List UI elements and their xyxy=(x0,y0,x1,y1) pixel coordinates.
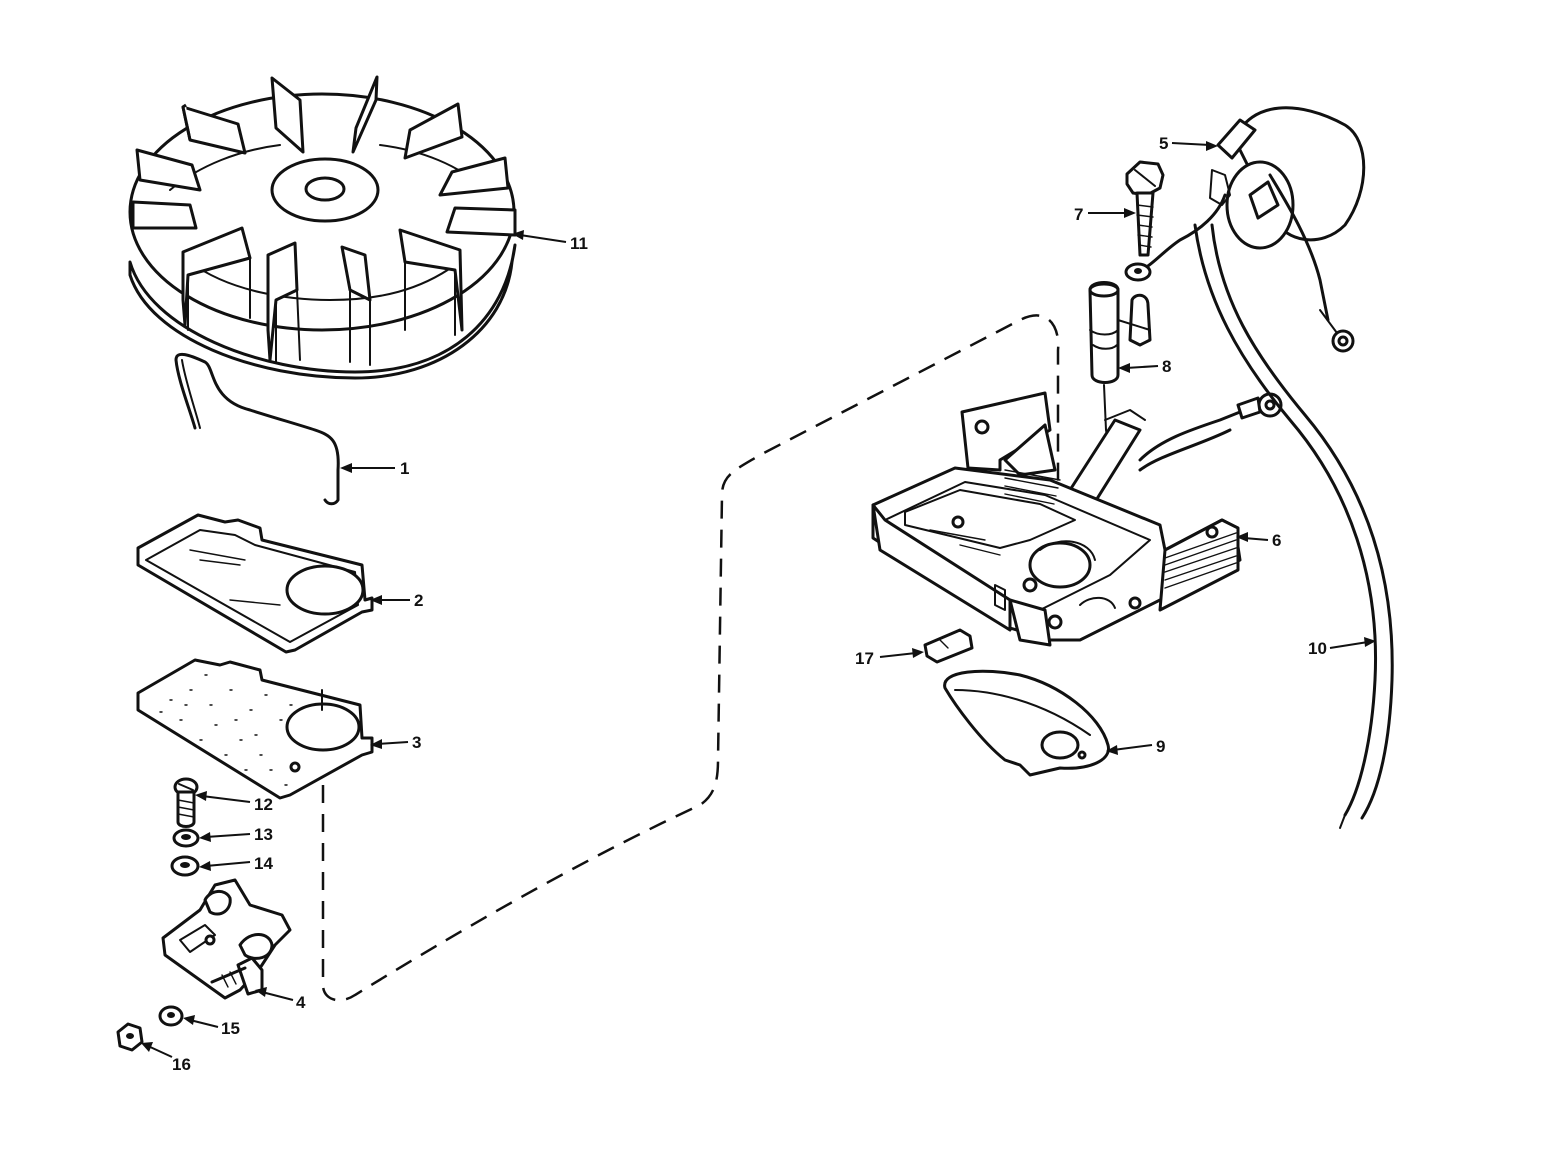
callout-15: 15 xyxy=(183,1015,240,1038)
callout-label-12: 12 xyxy=(254,795,273,814)
callout-label-10: 10 xyxy=(1308,639,1327,658)
screw-7-drawing xyxy=(1124,160,1165,282)
flywheel-drawing xyxy=(128,75,517,380)
callout-label-6: 6 xyxy=(1272,531,1281,550)
callout-label-11: 11 xyxy=(570,234,588,253)
lockwasher-13-drawing xyxy=(172,828,200,848)
retainer-drawing xyxy=(943,669,1110,777)
ignition-coil-drawing xyxy=(1143,106,1366,353)
callout-14: 14 xyxy=(199,854,273,873)
felt-pad-drawing xyxy=(136,658,374,800)
callout-5: 5 xyxy=(1159,134,1218,153)
washer-14-drawing xyxy=(170,855,200,877)
assembly-path-line xyxy=(321,314,1060,1002)
callout-label-14: 14 xyxy=(254,854,273,873)
callout-label-1: 1 xyxy=(400,459,409,478)
callout-11: 11 xyxy=(512,230,588,253)
callout-label-8: 8 xyxy=(1162,357,1171,376)
callout-1: 1 xyxy=(340,459,409,478)
callout-label-9: 9 xyxy=(1156,737,1165,756)
condenser-drawing xyxy=(1088,281,1152,456)
callout-3: 3 xyxy=(370,733,421,752)
callout-12: 12 xyxy=(195,791,273,814)
felt-wick-drawing xyxy=(923,628,974,664)
callout-13: 13 xyxy=(199,825,273,844)
callout-8: 8 xyxy=(1118,357,1171,376)
callout-17: 17 xyxy=(855,648,924,668)
callout-4: 4 xyxy=(255,987,306,1012)
breaker-point-drawing xyxy=(161,878,292,1000)
callout-label-13: 13 xyxy=(254,825,273,844)
high-tension-lead-drawing xyxy=(1193,223,1394,829)
screw-12-drawing xyxy=(173,777,199,828)
plate-drawing xyxy=(136,513,374,654)
callout-7: 7 xyxy=(1074,205,1136,224)
callout-label-17: 17 xyxy=(855,649,874,668)
callout-9: 9 xyxy=(1106,737,1165,756)
callouts: 1 2 3 4 5 6 xyxy=(141,134,1376,1074)
callout-label-7: 7 xyxy=(1074,205,1083,224)
callout-label-16: 16 xyxy=(172,1055,191,1074)
nut-16-drawing xyxy=(116,1022,144,1052)
callout-label-3: 3 xyxy=(412,733,421,752)
stator-plate-drawing xyxy=(871,391,1283,647)
spring-wire-drawing xyxy=(174,352,340,506)
callout-label-4: 4 xyxy=(296,993,306,1012)
washer-15-drawing xyxy=(158,1005,184,1027)
callout-10: 10 xyxy=(1308,637,1376,658)
callout-6: 6 xyxy=(1236,531,1281,550)
callout-label-5: 5 xyxy=(1159,134,1168,153)
callout-16: 16 xyxy=(141,1042,191,1074)
callout-label-2: 2 xyxy=(414,591,423,610)
callout-2: 2 xyxy=(370,591,423,610)
callout-label-15: 15 xyxy=(221,1019,240,1038)
